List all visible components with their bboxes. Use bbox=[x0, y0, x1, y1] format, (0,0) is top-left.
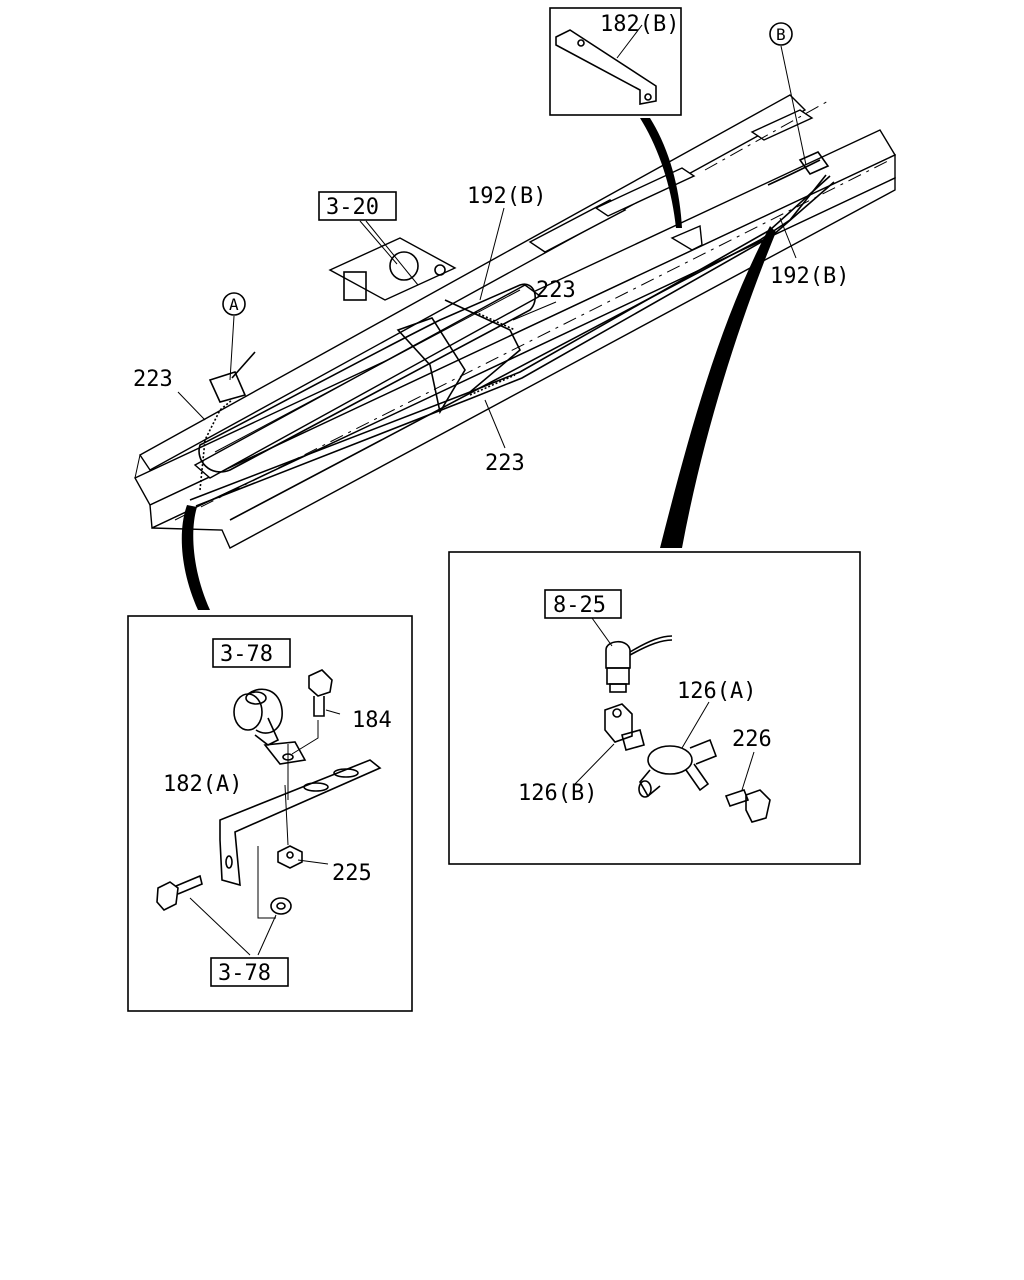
label-182b: 182(B) bbox=[600, 12, 679, 37]
chassis-frame bbox=[134, 94, 896, 549]
label-226: 226 bbox=[732, 727, 772, 752]
brake-pipes bbox=[189, 151, 835, 521]
label-126b: 126(B) bbox=[518, 781, 597, 806]
label-192b-top: 192(B) bbox=[467, 184, 546, 209]
detail-box-bracket bbox=[127, 615, 413, 1012]
ref-3-20-box bbox=[318, 191, 397, 221]
main-leaders bbox=[177, 45, 807, 449]
ref-3-20-label: 3-20 bbox=[326, 195, 379, 220]
callout-a-circle bbox=[222, 292, 246, 316]
detail-box-fittings bbox=[448, 551, 861, 865]
callout-a-label: A bbox=[229, 295, 239, 314]
detail-box-182b bbox=[549, 7, 682, 116]
label-223-c: 223 bbox=[485, 451, 525, 476]
detail-pointers bbox=[181, 118, 776, 610]
label-223-b: 223 bbox=[133, 367, 173, 392]
label-184: 184 bbox=[352, 708, 392, 733]
ref-3-78-bottom-label: 3-78 bbox=[218, 961, 271, 986]
callout-b-label: B bbox=[776, 25, 786, 44]
ref-3-78-top-label: 3-78 bbox=[220, 642, 273, 667]
part-labels: 182(B) B 3-20 192(B) 192(B) 223 223 223 … bbox=[133, 12, 849, 987]
label-192b-right: 192(B) bbox=[770, 264, 849, 289]
ref-8-25-box bbox=[544, 589, 622, 619]
callout-b-circle bbox=[769, 22, 793, 46]
ref-3-78-top-box bbox=[212, 638, 291, 668]
label-225: 225 bbox=[332, 861, 372, 886]
label-182a: 182(A) bbox=[163, 772, 242, 797]
ref-8-25-label: 8-25 bbox=[553, 593, 606, 618]
label-126a: 126(A) bbox=[677, 679, 756, 704]
ref-3-78-bottom-box bbox=[210, 957, 289, 987]
label-223-a: 223 bbox=[536, 278, 576, 303]
